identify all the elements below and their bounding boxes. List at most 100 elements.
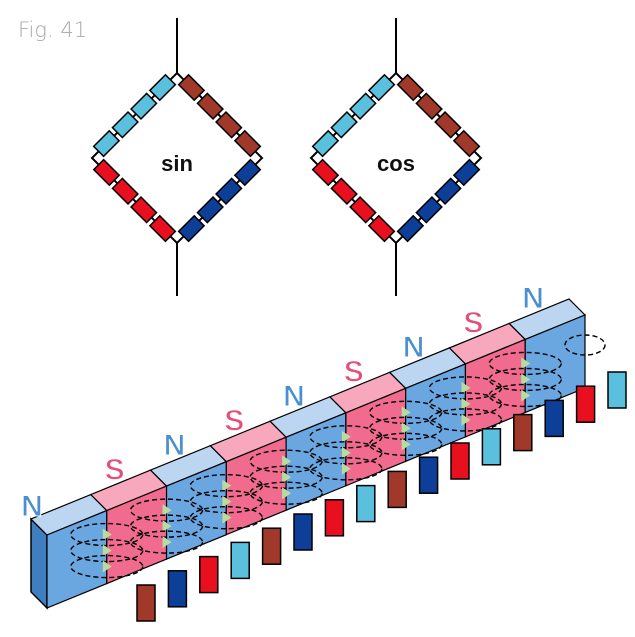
field-line <box>129 514 204 538</box>
field-line <box>249 465 323 489</box>
cos-resistor-brown <box>434 111 462 139</box>
field-line <box>189 505 264 530</box>
pole-label-south: S <box>463 307 483 340</box>
field-arrow <box>222 495 232 508</box>
field-line <box>129 530 204 554</box>
sin-resistor-brown <box>177 73 206 102</box>
sensor-element <box>293 513 313 551</box>
field-arrow <box>521 357 531 370</box>
sensor-element <box>544 399 564 438</box>
sensor-element <box>136 584 156 622</box>
sin-resistor-blue <box>196 196 224 224</box>
sin-resistor-cyan <box>111 111 139 139</box>
cos-bridge <box>309 18 483 296</box>
pole-label-south: S <box>105 453 125 486</box>
field-line <box>189 489 264 514</box>
sin-resistor-brown <box>215 111 243 139</box>
sensor-element <box>387 470 407 509</box>
cos-resistor-cyan <box>330 111 358 139</box>
sensor-element <box>450 442 470 480</box>
sin-resistor-red <box>130 196 158 224</box>
sensor-element <box>418 456 439 494</box>
cos-resistor-red <box>330 177 358 205</box>
field-line <box>368 400 443 425</box>
sensor-element <box>261 527 282 565</box>
sin-resistor-blue <box>215 177 243 205</box>
field-arrow <box>401 438 411 451</box>
field-line <box>488 351 562 376</box>
field-arrow <box>162 520 172 533</box>
field-line <box>428 392 503 416</box>
sin-resistor-brown <box>196 92 224 120</box>
field-arrow <box>282 471 292 484</box>
sensor-element <box>607 371 627 409</box>
sin-resistor-cyan <box>148 73 177 102</box>
sin-resistor-red <box>111 177 139 205</box>
field-arrow <box>282 455 292 468</box>
field-line <box>309 441 383 465</box>
pole-label-north: N <box>283 380 305 413</box>
field-arrow <box>222 479 232 492</box>
field-arrow <box>521 389 531 402</box>
field-arrow <box>102 544 112 557</box>
field-line <box>189 473 264 498</box>
pole-label-north: N <box>403 331 425 364</box>
field-arrow <box>162 536 172 549</box>
field-line <box>249 449 323 473</box>
cos-resistor-brown <box>415 92 443 120</box>
pole-label-north: N <box>21 490 43 523</box>
sin-resistor-red <box>148 214 177 243</box>
sensor-element <box>199 555 219 594</box>
cos-resistor-blue <box>415 196 443 224</box>
sensor-element <box>230 541 250 580</box>
field-arrow <box>401 422 411 435</box>
sensor-element <box>513 413 533 452</box>
sin-resistor-blue <box>233 158 262 187</box>
cos-resistor-blue <box>434 177 462 205</box>
cos-resistor-blue <box>396 214 425 243</box>
field-line <box>488 367 562 392</box>
field-arrow <box>461 381 471 394</box>
sensor-element <box>167 570 188 608</box>
field-arrow <box>461 413 471 426</box>
pole-label-south: S <box>344 356 364 389</box>
sensor-element <box>356 484 376 523</box>
field-line <box>70 538 144 563</box>
sin-resistor-cyan <box>92 129 121 158</box>
sensor-element <box>575 385 596 423</box>
field-arrow <box>102 560 112 573</box>
cos-resistor-cyan <box>311 129 340 158</box>
field-arrow <box>282 487 292 500</box>
field-line <box>488 383 562 408</box>
sin-resistor-brown <box>233 129 262 158</box>
field-arrow <box>401 406 411 419</box>
field-line <box>249 481 323 505</box>
cos-resistor-cyan <box>349 92 377 120</box>
sin-bridge-label: sin <box>161 151 193 176</box>
field-line <box>564 334 606 356</box>
sin-resistor-cyan <box>130 92 158 120</box>
field-arrow <box>222 511 232 524</box>
field-arrow <box>162 504 172 517</box>
cos-resistor-blue <box>452 158 481 187</box>
pole-label-south: S <box>224 404 244 437</box>
cos-bridge-label: cos <box>377 151 415 176</box>
figure-label: Fig. 41 <box>18 18 87 42</box>
cos-resistor-red <box>367 214 396 243</box>
field-line <box>309 425 383 449</box>
cos-resistor-brown <box>452 129 481 158</box>
pole-label-north: N <box>164 429 186 462</box>
field-line <box>368 432 443 457</box>
field-arrow <box>341 430 351 443</box>
field-arrow <box>521 373 531 386</box>
field-arrow <box>341 462 351 475</box>
field-arrow <box>461 397 471 410</box>
pole-label-north: N <box>522 282 544 315</box>
field-line <box>309 457 383 481</box>
field-arrow <box>102 528 112 541</box>
sensor-element <box>324 499 345 537</box>
cos-resistor-cyan <box>367 73 396 102</box>
sensor-element-row <box>136 371 627 622</box>
cos-resistor-red <box>349 196 377 224</box>
